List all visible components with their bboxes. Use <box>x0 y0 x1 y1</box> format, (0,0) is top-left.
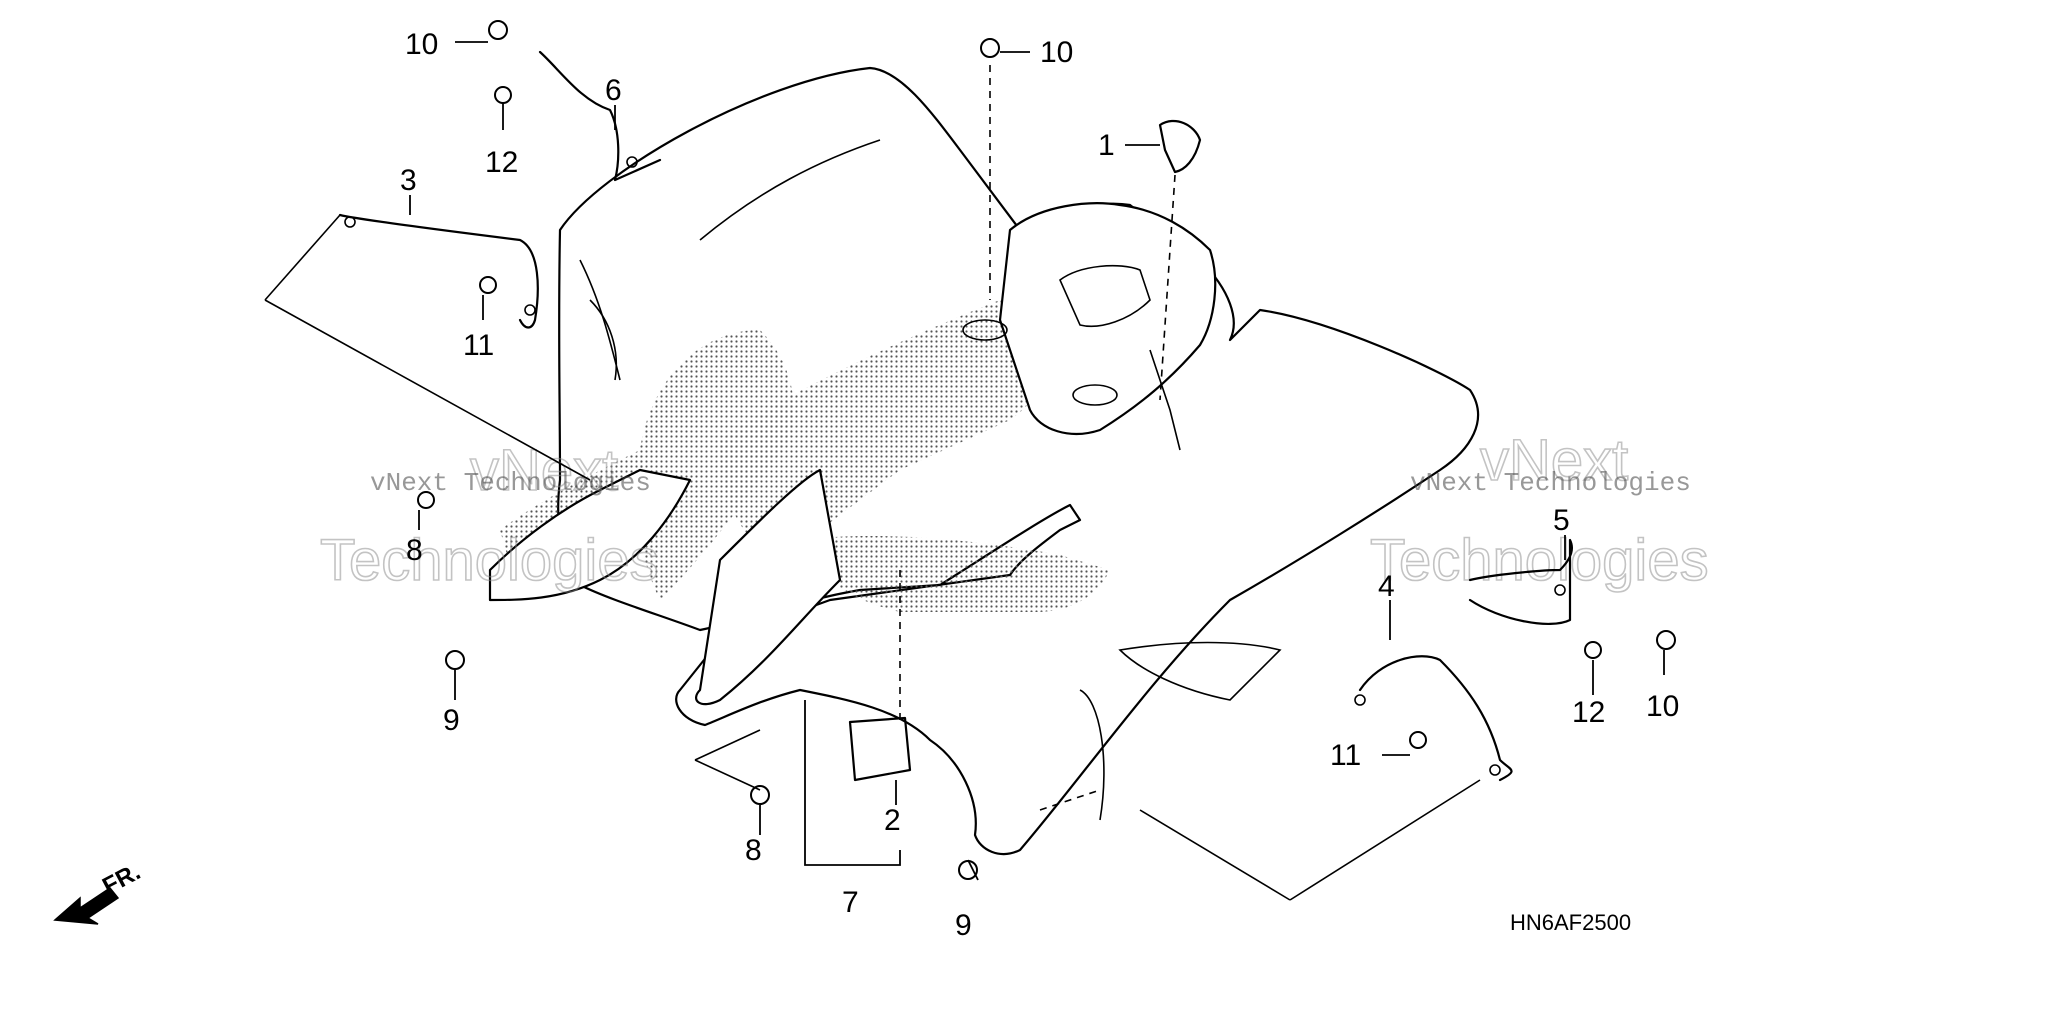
front-direction-indicator: FR. <box>53 858 145 925</box>
fender-shade-lower <box>800 535 1110 612</box>
mud-guard <box>695 468 842 706</box>
stay-4 <box>1354 655 1513 782</box>
rear-fender <box>488 66 1480 856</box>
callout-5: 5 <box>1553 504 1570 537</box>
watermark: vNext Technologies vNext Technologies vN… <box>319 427 1709 594</box>
bolt-11-left <box>479 276 497 294</box>
watermark-big-right-1: vNext <box>1480 428 1628 493</box>
stay-3 <box>338 213 539 329</box>
stay-5 <box>1468 538 1574 626</box>
watermark-small-right: vNext Technologies <box>1410 468 1691 498</box>
bolt-12-right <box>1584 641 1602 659</box>
bolt-8-left <box>417 491 435 509</box>
leader-lines <box>264 41 1665 901</box>
watermark-big-left-2: Technologies <box>320 528 659 593</box>
callout-11-right: 11 <box>1330 739 1361 772</box>
callout-11-left: 11 <box>463 329 494 362</box>
bolt-11-right <box>1409 731 1427 749</box>
callouts: 10 10 10 12 12 6 1 3 11 11 8 8 9 9 2 7 5… <box>400 28 1679 942</box>
callout-2: 2 <box>884 804 901 837</box>
callout-8-bottom: 8 <box>745 834 762 867</box>
callout-6: 6 <box>605 74 622 107</box>
callout-8-left: 8 <box>406 534 423 567</box>
callout-12-right: 12 <box>1572 696 1605 729</box>
callout-12-left: 12 <box>485 146 518 179</box>
callout-10-center: 10 <box>1040 36 1073 69</box>
left-flap <box>488 468 692 602</box>
fender-shade-left <box>636 330 794 600</box>
rubber-2 <box>848 716 912 782</box>
watermark-big-right-2: Technologies <box>1370 528 1709 593</box>
clip-1 <box>1158 119 1202 174</box>
callout-10-top-left: 10 <box>405 28 438 61</box>
stay-6 <box>538 50 662 182</box>
callout-1: 1 <box>1098 129 1115 162</box>
bolt-10-right <box>1656 630 1676 650</box>
watermark-small-left: vNext Technologies <box>370 468 651 498</box>
bolt-12-left <box>494 86 512 104</box>
bolt-10-top-left <box>488 20 508 40</box>
bolt-10-center <box>980 38 1000 58</box>
callout-10-right: 10 <box>1646 690 1679 723</box>
callout-4: 4 <box>1378 570 1395 603</box>
watermark-big-left-1: vNext <box>470 438 618 503</box>
bolt-9-bottom <box>958 860 978 880</box>
callout-9-left: 9 <box>443 704 460 737</box>
callout-9-bottom: 9 <box>955 909 972 942</box>
front-arrow-icon <box>53 886 120 925</box>
callout-7: 7 <box>842 886 859 919</box>
bolt-8-bottom <box>750 785 770 805</box>
part-code: HN6AF2500 <box>1510 910 1631 935</box>
callout-3: 3 <box>400 164 417 197</box>
bolt-9-left <box>445 650 465 670</box>
